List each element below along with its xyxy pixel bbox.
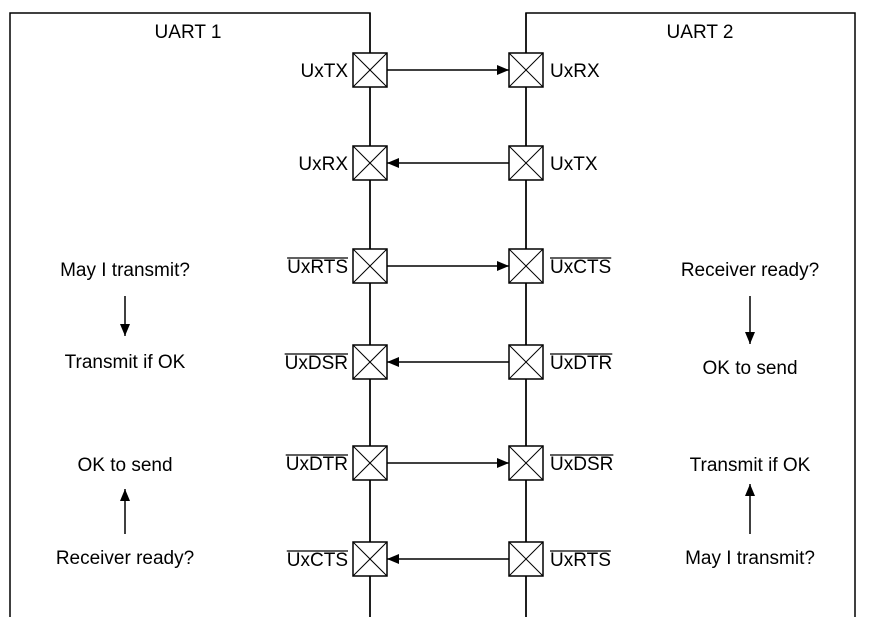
uart1-pin-1-cross-b — [352, 52, 388, 88]
uart1-pin-4-cross-b — [352, 344, 388, 380]
uart2-pin-label-6: UxRTS — [550, 550, 611, 571]
uart1-pin-2-cross-b — [352, 145, 388, 181]
uart2-note-ok-to-send: OK to send — [702, 358, 797, 379]
uart2-pin-label-2: UxTX — [550, 154, 598, 175]
uart1-pin-label-5: UxDTR — [286, 454, 348, 475]
pin-connections: UxTX UxRX UxRX UxTX UxRTS UxCTS UxDSR UxDTR UxDT… — [284, 13, 614, 617]
uart2-pin-6-cross-b — [508, 541, 544, 577]
uart2-pin-label-5: UxDSR — [550, 454, 613, 475]
uart2-pin-label-4: UxDTR — [550, 353, 612, 374]
uart1-pin-6-cross-b — [352, 541, 388, 577]
uart2-pin-label-3: UxCTS — [550, 257, 611, 278]
uart2-title: UART 2 — [667, 22, 734, 43]
uart1-pin-label-6: UxCTS — [287, 550, 348, 571]
uart2-pin-label-1: UxRX — [550, 61, 600, 82]
uart1-pin-5-cross-b — [352, 445, 388, 481]
uart1-pin-label-3: UxRTS — [287, 257, 348, 278]
uart2-note-may-i-transmit: May I transmit? — [685, 548, 815, 569]
uart1-pin-3-cross-b — [352, 248, 388, 284]
uart2-note-transmit-if-ok: Transmit if OK — [690, 455, 811, 476]
uart1-pin-label-2: UxRX — [298, 154, 348, 175]
uart1-block-outline — [9, 12, 371, 617]
uart2-pin-4-cross-b — [508, 344, 544, 380]
uart1-note-transmit-if-ok: Transmit if OK — [65, 352, 186, 373]
uart2-pin-1-cross-b — [508, 52, 544, 88]
uart2-pin-5-cross-b — [508, 445, 544, 481]
uart1-note-ok-to-send: OK to send — [77, 455, 172, 476]
uart1-pin-label-1: UxTX — [301, 61, 349, 82]
uart1-pin-label-4: UxDSR — [285, 353, 348, 374]
uart1-note-may-i-transmit: May I transmit? — [60, 260, 190, 281]
uart1-title: UART 1 — [155, 22, 222, 43]
uart2-block-outline — [525, 12, 856, 617]
uart2-pin-2-cross-b — [508, 145, 544, 181]
uart1-note-receiver-ready: Receiver ready? — [56, 548, 194, 569]
uart2-note-receiver-ready: Receiver ready? — [681, 260, 819, 281]
uart2-pin-3-cross-b — [508, 248, 544, 284]
